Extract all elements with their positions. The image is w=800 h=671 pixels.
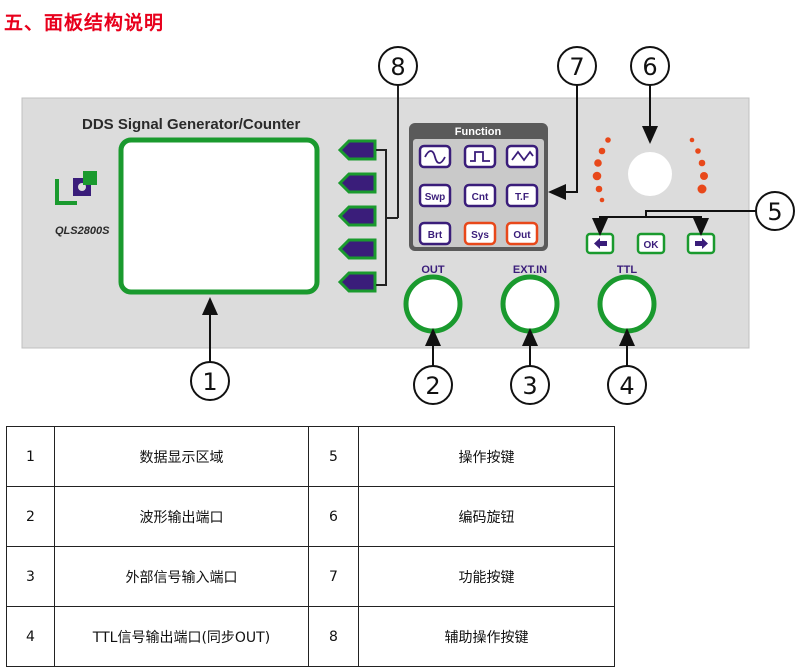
table-row: 3 外部信号输入端口 7 功能按键 — [6, 546, 615, 607]
callout-7: 7 — [557, 46, 597, 86]
item-number: 8 — [308, 606, 359, 667]
encoder-knob[interactable] — [628, 152, 672, 196]
svg-text:Cnt: Cnt — [472, 192, 489, 203]
model-label: QLS2800S — [55, 225, 110, 237]
ok-key[interactable]: OK — [636, 232, 666, 255]
aux-key-4[interactable] — [337, 238, 377, 260]
svg-text:Out: Out — [513, 230, 531, 241]
callout-2: 2 — [413, 365, 453, 405]
table-row: 4 TTL信号输出端口(同步OUT) 8 辅助操作按键 — [6, 606, 615, 667]
ttl-port-label: TTL — [617, 264, 637, 276]
triangle-key[interactable] — [505, 144, 539, 169]
brt-key[interactable]: Brt — [418, 221, 452, 246]
square-key[interactable] — [463, 144, 497, 169]
item-description: 操作按键 — [358, 426, 615, 487]
callout-6: 6 — [630, 46, 670, 86]
item-number: 7 — [308, 546, 359, 607]
svg-text:1: 1 — [202, 368, 217, 396]
out-port[interactable] — [403, 274, 463, 334]
item-number: 2 — [6, 486, 55, 547]
svg-text:4: 4 — [619, 372, 634, 400]
aux-keys — [337, 139, 377, 293]
right-arrow-icon — [695, 238, 708, 249]
out-port-label: OUT — [421, 264, 445, 276]
aux-key-1[interactable] — [337, 139, 377, 161]
svg-text:5: 5 — [767, 198, 782, 226]
triangle-wave-icon — [511, 150, 534, 162]
item-description: 辅助操作按键 — [358, 606, 615, 667]
aux-key-2[interactable] — [337, 172, 377, 194]
sys-key[interactable]: Sys — [463, 221, 497, 246]
svg-text:Brt: Brt — [428, 230, 443, 241]
section-heading: 五、面板结构说明 — [4, 12, 165, 34]
square-wave-icon — [470, 151, 490, 162]
sine-wave-icon — [424, 150, 446, 164]
item-description: 编码旋钮 — [358, 486, 615, 547]
svg-text:3: 3 — [522, 372, 537, 400]
item-description: 数据显示区域 — [54, 426, 309, 487]
function-title: Function — [455, 126, 502, 138]
svg-text:6: 6 — [642, 53, 657, 81]
callout-3: 3 — [510, 365, 550, 405]
ext-in-port[interactable] — [500, 274, 560, 334]
left-arrow-icon — [594, 238, 607, 249]
panel-diagram: DDS Signal Generator/Counter QLS2800S Fu… — [21, 46, 795, 405]
svg-text:7: 7 — [569, 53, 584, 81]
svg-text:Swp: Swp — [425, 192, 446, 203]
callout-4: 4 — [607, 365, 647, 405]
ext-in-port-label: EXT.IN — [513, 264, 547, 276]
sine-key[interactable] — [418, 144, 452, 169]
item-number: 4 — [6, 606, 55, 667]
swp-key[interactable]: Swp — [418, 183, 452, 208]
knob-dots-right — [689, 137, 708, 194]
callout-8: 8 — [378, 46, 418, 86]
item-number: 6 — [308, 486, 359, 547]
table-row: 2 波形输出端口 6 编码旋钮 — [6, 486, 615, 547]
display-screen — [118, 137, 320, 295]
out-key[interactable]: Out — [505, 221, 539, 246]
svg-text:OK: OK — [644, 240, 660, 251]
tf-key[interactable]: T.F — [505, 183, 539, 208]
callout-5: 5 — [755, 191, 795, 231]
svg-text:T.F: T.F — [515, 192, 529, 203]
item-number: 5 — [308, 426, 359, 487]
svg-text:Sys: Sys — [471, 230, 489, 241]
aux-key-5[interactable] — [337, 271, 377, 293]
knob-dots-left — [592, 137, 611, 203]
cnt-key[interactable]: Cnt — [463, 183, 497, 208]
svg-text:2: 2 — [425, 372, 440, 400]
left-key[interactable] — [585, 232, 615, 255]
logo-icon — [55, 171, 97, 205]
aux-key-3[interactable] — [337, 205, 377, 227]
panel-title: DDS Signal Generator/Counter — [82, 116, 301, 133]
callout-1: 1 — [190, 361, 230, 401]
svg-text:8: 8 — [390, 53, 405, 81]
legend-table: 1 数据显示区域 5 操作按键 2 波形输出端口 6 编码旋钮 3 外部信号输入… — [6, 426, 615, 667]
item-description: 外部信号输入端口 — [54, 546, 309, 607]
item-description: TTL信号输出端口(同步OUT) — [54, 606, 309, 667]
ttl-port[interactable] — [597, 274, 657, 334]
item-description: 功能按键 — [358, 546, 615, 607]
table-row: 1 数据显示区域 5 操作按键 — [6, 426, 615, 487]
item-description: 波形输出端口 — [54, 486, 309, 547]
item-number: 3 — [6, 546, 55, 607]
right-key[interactable] — [686, 232, 716, 255]
item-number: 1 — [6, 426, 55, 487]
